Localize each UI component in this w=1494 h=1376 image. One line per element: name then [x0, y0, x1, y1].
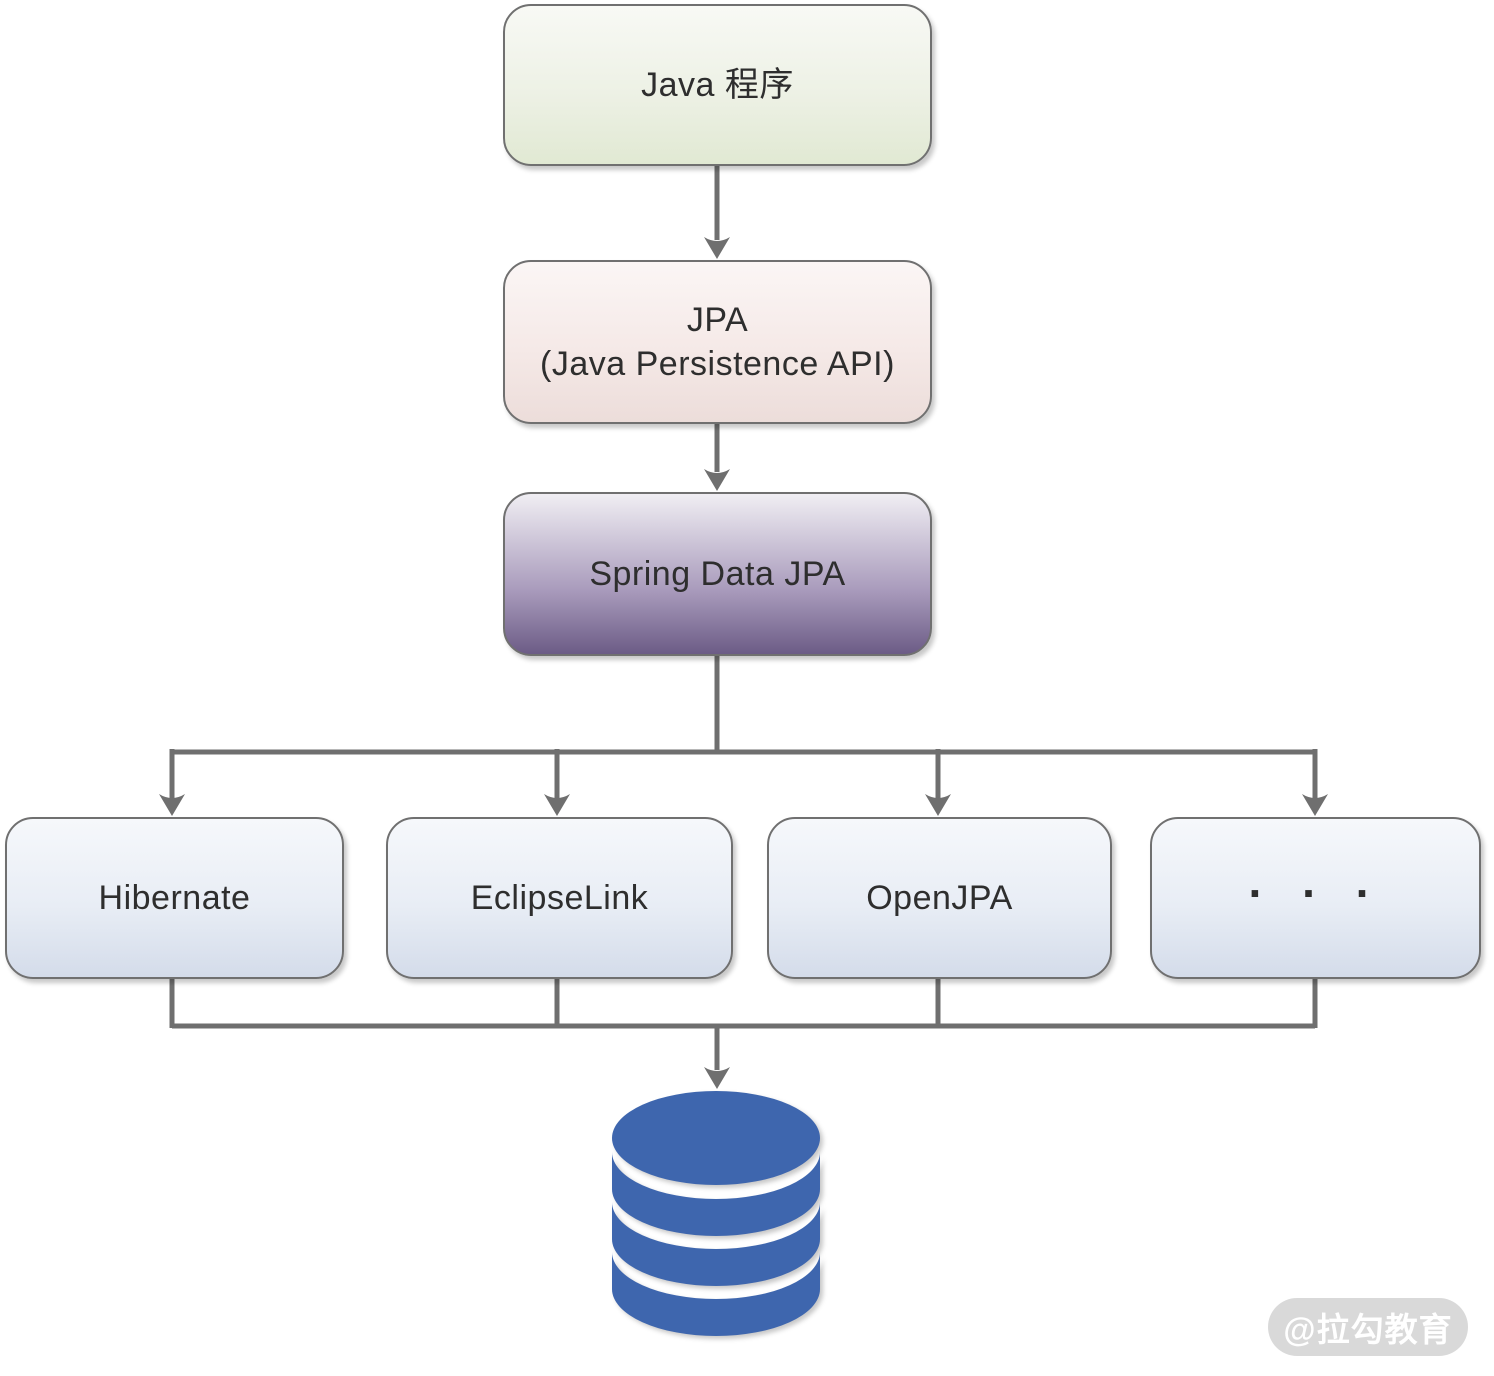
watermark-badge: @拉勾教育	[1268, 1298, 1468, 1356]
node-eclipselink: EclipseLink	[386, 817, 733, 979]
arrowheads	[159, 237, 1328, 1089]
node-spring-data-jpa-label: Spring Data JPA	[589, 554, 846, 593]
node-java-app: Java 程序	[503, 4, 932, 166]
database-cylinder-icon	[612, 1091, 820, 1336]
node-other-implementations-label: . . .	[1248, 855, 1383, 908]
node-jpa: JPA (Java Persistence API)	[503, 260, 932, 424]
node-hibernate-label: Hibernate	[98, 878, 251, 917]
node-java-app-label: Java 程序	[641, 65, 794, 104]
node-hibernate: Hibernate	[5, 817, 344, 979]
node-spring-data-jpa: Spring Data JPA	[503, 492, 932, 656]
node-openjpa: OpenJPA	[767, 817, 1112, 979]
node-other-implementations: . . .	[1150, 817, 1481, 979]
node-jpa-label: JPA	[686, 300, 749, 339]
node-jpa-sublabel: (Java Persistence API)	[540, 345, 895, 383]
watermark-label: @拉勾教育	[1283, 1311, 1453, 1348]
node-eclipselink-label: EclipseLink	[470, 878, 649, 917]
node-openjpa-label: OpenJPA	[866, 878, 1013, 917]
